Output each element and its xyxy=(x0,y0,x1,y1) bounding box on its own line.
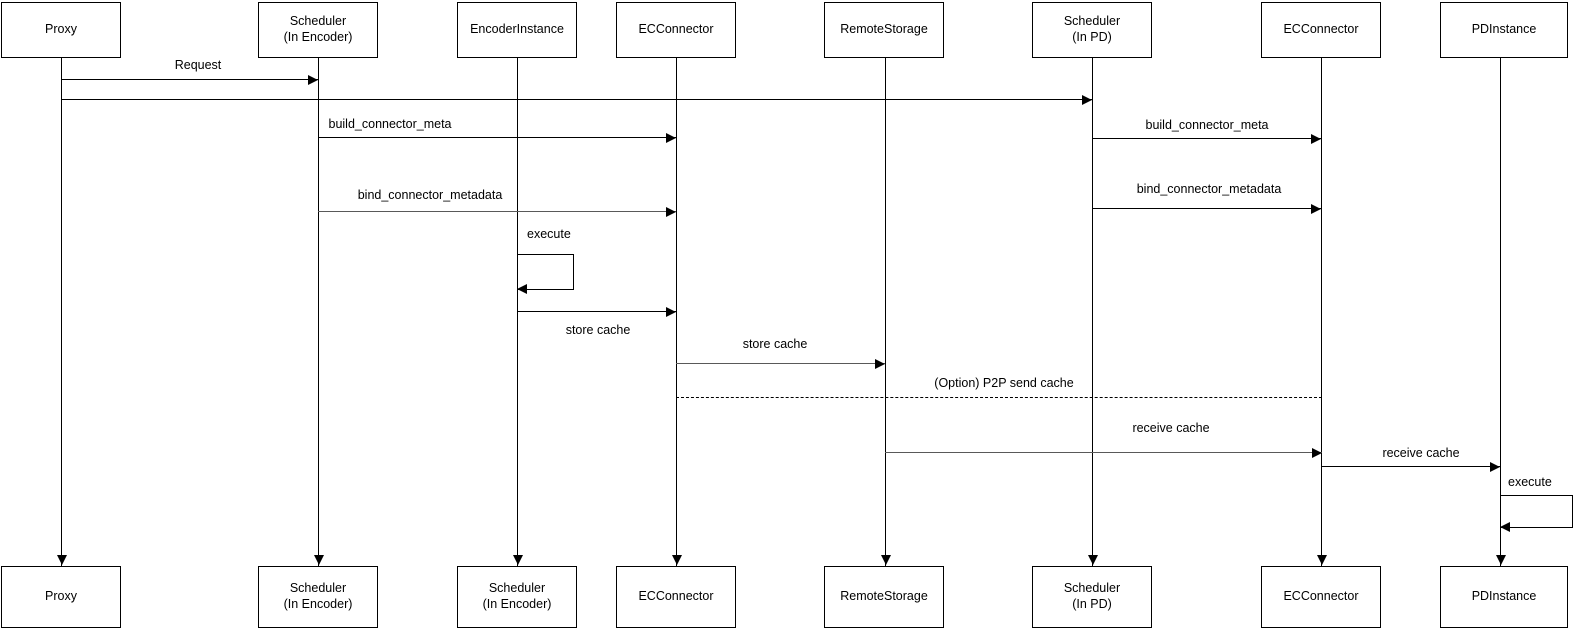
message-line-m5[interactable] xyxy=(318,211,676,212)
arrow-right-icon-m11 xyxy=(1312,447,1322,458)
participant-box-top-scheduler_enc[interactable]: Scheduler (In Encoder) xyxy=(258,2,378,58)
message-label-m12: receive cache xyxy=(1382,446,1460,460)
lifeline-ec_connector_2 xyxy=(1321,58,1322,566)
lifeline-end-arrow-icon-proxy xyxy=(56,555,67,565)
lifeline-end-arrow-icon-scheduler_enc xyxy=(313,555,324,565)
participant-box-top-ec_connector_1[interactable]: ECConnector xyxy=(616,2,736,58)
participant-box-top-ec_connector_2[interactable]: ECConnector xyxy=(1261,2,1381,58)
lifeline-scheduler_pd xyxy=(1092,58,1093,566)
message-label-m10: (Option) P2P send cache xyxy=(934,376,1074,390)
participant-box-top-remote_storage[interactable]: RemoteStorage xyxy=(824,2,944,58)
participant-box-bottom-ec_connector_2[interactable]: ECConnector xyxy=(1261,566,1381,628)
lifeline-end-arrow-icon-encoder_inst xyxy=(512,555,523,565)
lifeline-ec_connector_1 xyxy=(676,58,677,566)
lifeline-remote_storage xyxy=(885,58,886,566)
message-line-m11[interactable] xyxy=(885,452,1322,453)
message-line-m10[interactable] xyxy=(676,397,1322,398)
arrow-right-icon-m8 xyxy=(666,306,676,317)
message-line-m9[interactable] xyxy=(676,363,885,364)
arrow-right-icon-m9 xyxy=(875,358,885,369)
participant-box-top-proxy[interactable]: Proxy xyxy=(1,2,121,58)
participant-box-top-scheduler_pd[interactable]: Scheduler (In PD) xyxy=(1032,2,1152,58)
self-message-loop-m13[interactable] xyxy=(1500,495,1573,528)
message-label-m7: execute xyxy=(527,227,571,241)
arrow-right-icon-m5 xyxy=(666,206,676,217)
lifeline-end-arrow-icon-ec_connector_2 xyxy=(1316,555,1327,565)
participant-box-bottom-ec_connector_1[interactable]: ECConnector xyxy=(616,566,736,628)
message-line-m3[interactable] xyxy=(318,137,676,138)
lifeline-encoder_inst xyxy=(517,58,518,566)
participant-box-bottom-encoder_inst[interactable]: Scheduler (In Encoder) xyxy=(457,566,577,628)
message-line-m12[interactable] xyxy=(1321,466,1500,467)
message-label-m5: bind_connector_metadata xyxy=(357,188,503,202)
participant-box-top-pd_instance[interactable]: PDInstance xyxy=(1440,2,1568,58)
message-label-m13: execute xyxy=(1508,475,1552,489)
lifeline-end-arrow-icon-pd_instance xyxy=(1495,555,1506,565)
message-line-m4[interactable] xyxy=(1092,138,1321,139)
message-label-m1: Request xyxy=(174,58,222,72)
participant-box-bottom-scheduler_pd[interactable]: Scheduler (In PD) xyxy=(1032,566,1152,628)
message-line-m2[interactable] xyxy=(61,99,1092,100)
arrow-right-icon-m3 xyxy=(666,132,676,143)
message-label-m4: build_connector_meta xyxy=(1145,118,1269,132)
lifeline-end-arrow-icon-ec_connector_1 xyxy=(671,555,682,565)
self-message-loop-m7[interactable] xyxy=(517,254,574,290)
participant-box-bottom-proxy[interactable]: Proxy xyxy=(1,566,121,628)
message-line-m8[interactable] xyxy=(518,311,676,312)
participant-box-bottom-scheduler_enc[interactable]: Scheduler (In Encoder) xyxy=(258,566,378,628)
arrow-left-icon-m13 xyxy=(1500,522,1510,533)
message-label-m3: build_connector_meta xyxy=(328,117,452,131)
arrow-right-icon-m12 xyxy=(1490,461,1500,472)
arrow-right-icon-m4 xyxy=(1311,133,1321,144)
message-label-m9: store cache xyxy=(742,337,808,351)
lifeline-proxy xyxy=(61,58,62,566)
message-label-m11: receive cache xyxy=(1132,421,1210,435)
lifeline-scheduler_enc xyxy=(318,58,319,566)
message-line-m6[interactable] xyxy=(1092,208,1321,209)
message-line-m1[interactable] xyxy=(61,79,318,80)
participant-box-top-encoder_inst[interactable]: EncoderInstance xyxy=(457,2,577,58)
participant-box-bottom-pd_instance[interactable]: PDInstance xyxy=(1440,566,1568,628)
message-label-m6: bind_connector_metadata xyxy=(1136,182,1282,196)
arrow-right-icon-m6 xyxy=(1311,203,1321,214)
participant-box-bottom-remote_storage[interactable]: RemoteStorage xyxy=(824,566,944,628)
lifeline-end-arrow-icon-remote_storage xyxy=(880,555,891,565)
lifeline-pd_instance xyxy=(1500,58,1501,566)
arrow-left-icon-m7 xyxy=(517,284,527,295)
arrow-right-icon-m1 xyxy=(308,74,318,85)
message-label-m8: store cache xyxy=(565,323,631,337)
arrow-right-icon-m2 xyxy=(1082,94,1092,105)
lifeline-end-arrow-icon-scheduler_pd xyxy=(1087,555,1098,565)
